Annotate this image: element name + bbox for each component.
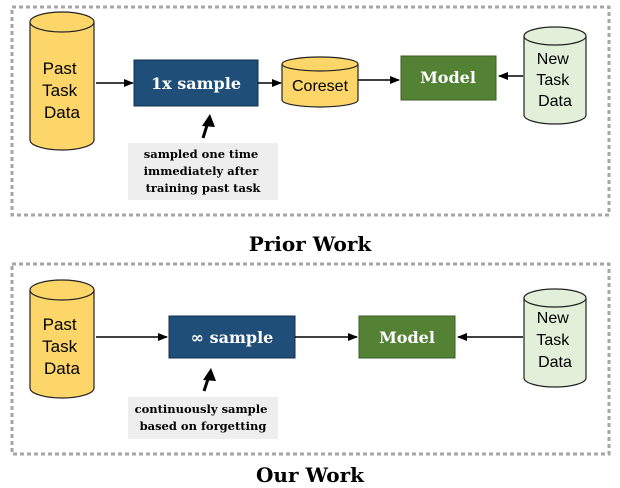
our-new-data-line-2: Task (536, 332, 570, 349)
our-new-data-line-1: New (537, 310, 569, 327)
svg-text:sampled one time immed: sampled one time immediately after train… (144, 147, 263, 195)
prior-past-data-line-2: Task (42, 81, 77, 100)
prior-past-task-data-cylinder: Past Task Data (29, 11, 95, 151)
svg-text:New Task Data: New Task Data (536, 310, 573, 371)
prior-sample-label: 1x sample (151, 74, 241, 93)
our-sample-label: ∞ sample (191, 328, 274, 347)
prior-new-data-line-1: New (537, 51, 569, 68)
our-note-line-2: based on forgetting (140, 419, 267, 433)
prior-note: sampled one time immediately after train… (128, 143, 278, 200)
prior-model-box: Model (400, 55, 497, 101)
our-note: continuously sample based on forgetting (128, 397, 278, 439)
prior-note-line-3: training past task (146, 181, 262, 195)
prior-past-data-line-1: Past (43, 59, 77, 78)
prior-work-panel: Past Task Data 1x sample Coreset Model (10, 5, 611, 217)
prior-sample-box: 1x sample (133, 59, 259, 107)
prior-new-task-data-cylinder: New Task Data (523, 26, 587, 125)
our-new-task-data-cylinder: New Task Data (523, 288, 587, 388)
prior-note-line-1: sampled one time (144, 147, 258, 161)
prior-past-data-line-3: Data (44, 103, 80, 122)
our-past-data-line-3: Data (44, 359, 80, 378)
prior-work-frame (10, 5, 611, 217)
our-note-arrow (202, 368, 216, 392)
prior-coreset-cylinder: Coreset (281, 56, 359, 108)
our-sample-box: ∞ sample (168, 315, 296, 359)
our-model-box: Model (358, 315, 456, 359)
prior-new-data-line-2: Task (536, 72, 570, 89)
prior-note-arrow (201, 114, 215, 139)
prior-model-label: Model (420, 68, 476, 87)
our-past-task-data-cylinder: Past Task Data (29, 279, 95, 399)
svg-text:Past Task Data: Past Task Data (42, 315, 82, 378)
our-work-panel: Past Task Data ∞ sample Model New (10, 262, 611, 456)
our-work-frame (10, 262, 611, 456)
svg-text:New Task Data: New Task Data (536, 51, 573, 110)
our-past-data-line-2: Task (42, 337, 77, 356)
svg-text:Past Task Data: Past Task Data (42, 59, 82, 122)
our-note-line-1: continuously sample (135, 402, 268, 416)
prior-work-title: Prior Work (249, 232, 373, 256)
our-model-label: Model (379, 328, 435, 347)
prior-note-line-2: immediately after (144, 164, 260, 178)
our-work-title: Our Work (256, 463, 365, 487)
our-new-data-line-3: Data (538, 354, 572, 371)
prior-coreset-label: Coreset (292, 78, 349, 95)
our-past-data-line-1: Past (43, 315, 77, 334)
prior-new-data-line-3: Data (538, 93, 572, 110)
svg-text:continuously sample ba: continuously sample based on forgetting (135, 402, 272, 433)
